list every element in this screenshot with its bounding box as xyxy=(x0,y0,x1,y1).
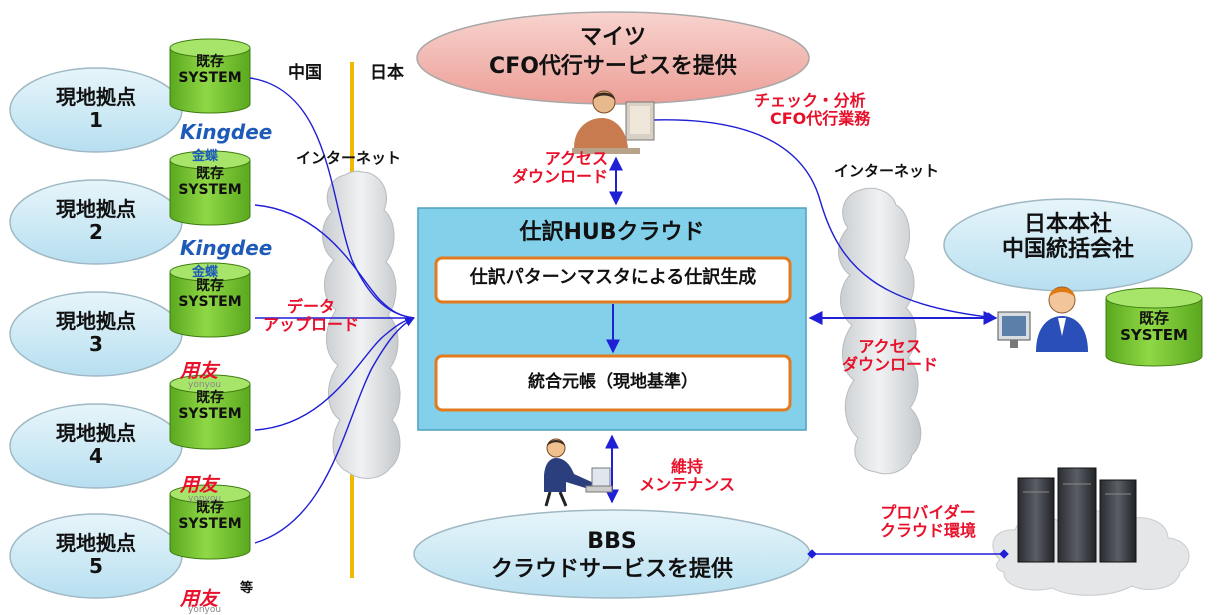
internet-label-right: インターネット xyxy=(834,162,940,180)
hub-box-journal xyxy=(434,256,792,304)
site-system-db xyxy=(169,374,251,450)
maintenance-person-icon xyxy=(544,438,613,507)
access-download-top-label: アクセス ダウンロード xyxy=(511,149,608,187)
kingdee-cn-label: 金蝶 xyxy=(192,265,219,280)
site-label: 現地拠点 3 xyxy=(56,309,136,356)
japan-label: 日本 xyxy=(370,63,404,83)
kingdee-logo: Kingdee xyxy=(180,120,273,144)
site-system-label: 既存 SYSTEM xyxy=(178,390,242,423)
check-analysis-label: チェック・分析 CFO代行業務 xyxy=(754,91,871,129)
site-system-db xyxy=(169,150,251,226)
hub-box-ledger xyxy=(434,354,792,412)
hub-ledger-label: 統合元帳（現地基準） xyxy=(528,372,698,392)
hq-title: 日本本社 中国統括会社 xyxy=(1001,212,1134,263)
provider-label: プロバイダー クラウド環境 xyxy=(879,503,976,541)
upload-label: データ アップロード xyxy=(262,297,359,335)
server-icon xyxy=(1017,467,1137,563)
yonyou-logo: 用友 xyxy=(180,588,219,610)
yonyou-en-label: yonyou xyxy=(188,380,222,390)
yonyou-logo: 用友 xyxy=(180,474,219,496)
site-label: 現地拠点 2 xyxy=(56,197,136,244)
hq-system-label: 既存 SYSTEM xyxy=(1120,309,1188,345)
hub-title: 仕訳HUBクラウド xyxy=(519,220,705,245)
site-label: 現地拠点 1 xyxy=(56,85,136,132)
site-system-label: 既存 SYSTEM xyxy=(178,278,242,311)
maintenance-label: 維持 メンテナンス xyxy=(639,457,735,495)
internet-cloud-right xyxy=(838,187,922,475)
etc-label: 等 xyxy=(240,581,254,596)
china-label: 中国 xyxy=(288,63,322,83)
hub-journal-label: 仕訳パターンマスタによる仕訳生成 xyxy=(469,267,757,288)
hq-person-icon xyxy=(997,286,1088,352)
site-system-label: 既存 SYSTEM xyxy=(178,54,242,87)
site-system-label: 既存 SYSTEM xyxy=(178,166,242,199)
internet-label-left: インターネット xyxy=(296,149,402,167)
kingdee-logo: Kingdee xyxy=(180,236,273,260)
cfo-line xyxy=(651,119,997,322)
site-label: 現地拠点 5 xyxy=(56,531,136,578)
kingdee-cn-label: 金蝶 xyxy=(192,149,219,164)
maitsu-person-icon xyxy=(572,90,655,154)
yonyou-en-label: yonyou xyxy=(188,494,222,504)
yonyou-en-label: yonyou xyxy=(188,605,222,615)
internet-cloud-left xyxy=(322,170,401,479)
site-label: 現地拠点 4 xyxy=(56,421,136,468)
site-system-db xyxy=(169,484,251,560)
maitsu-title: マイツ CFO代行サービスを提供 xyxy=(489,25,737,79)
hq-system-db xyxy=(1105,287,1203,367)
site-system-db xyxy=(169,262,251,338)
bbs-title: BBS クラウドサービスを提供 xyxy=(490,529,733,582)
site-system-label: 既存 SYSTEM xyxy=(178,500,242,533)
yonyou-logo: 用友 xyxy=(180,360,219,382)
access-download-right-label: アクセス ダウンロード xyxy=(841,337,938,375)
site-system-db xyxy=(169,38,251,114)
upload-lines xyxy=(249,77,415,544)
